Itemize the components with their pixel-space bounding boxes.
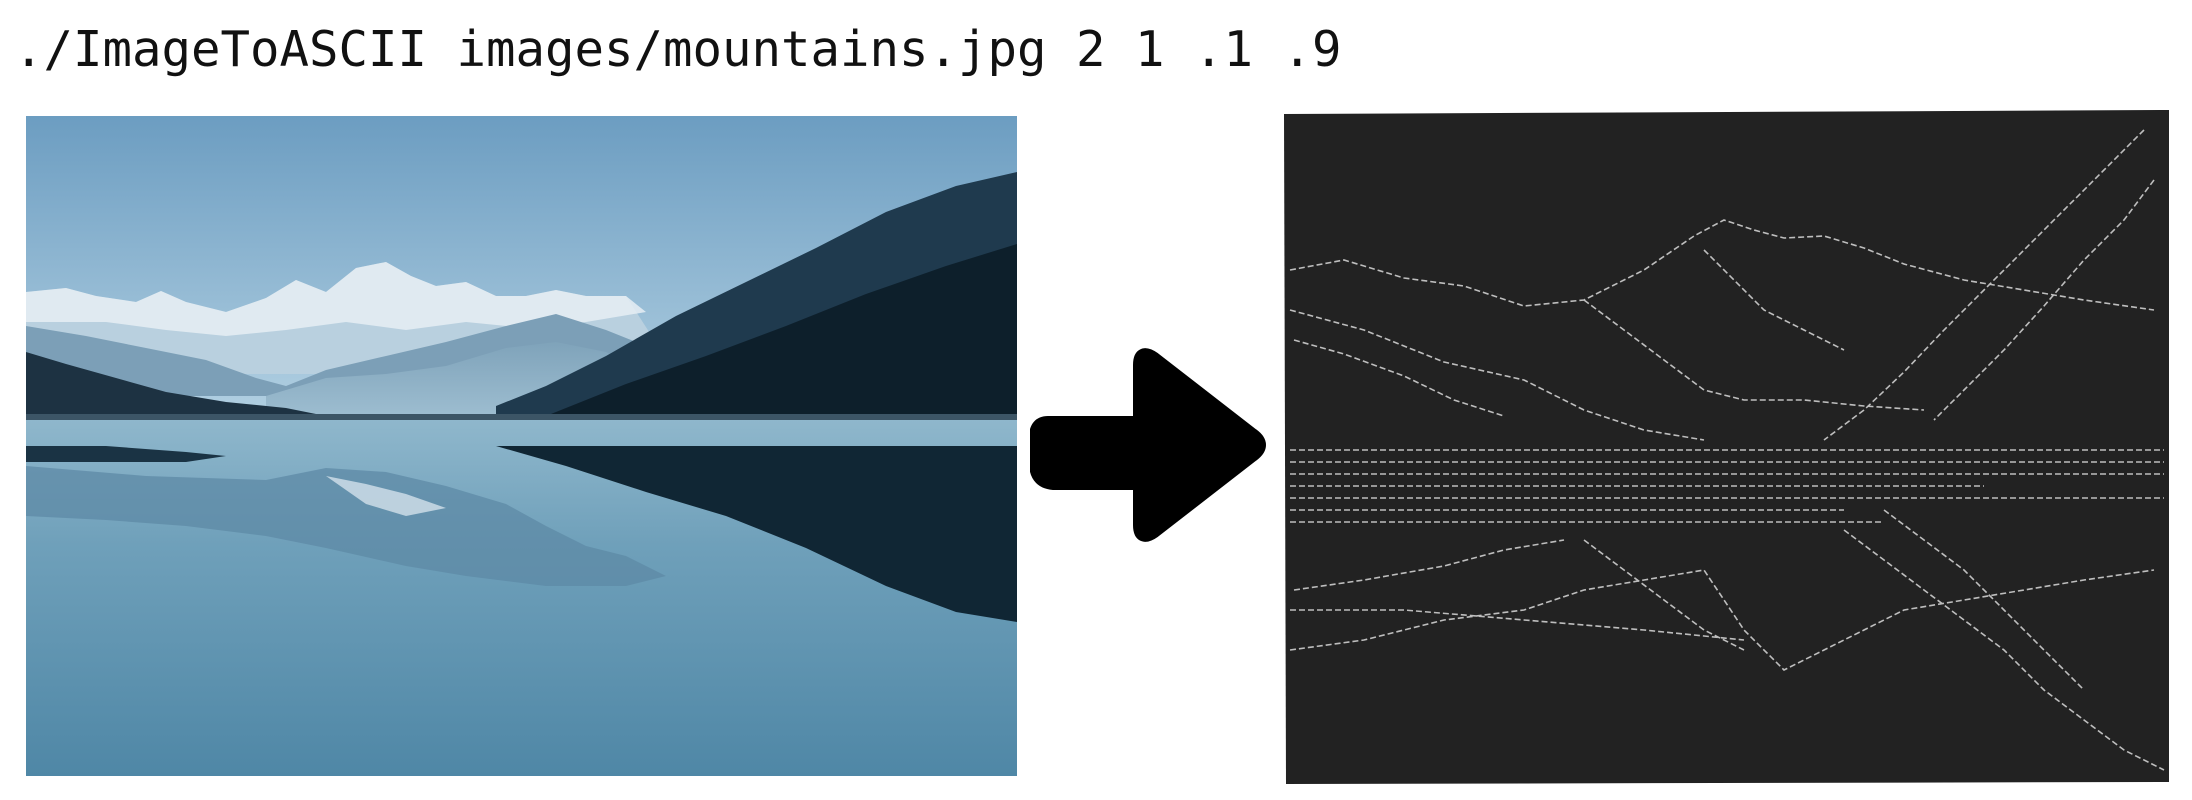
right-arrow-icon — [1030, 348, 1266, 542]
source-photo — [26, 116, 1017, 776]
ascii-art-output — [1284, 110, 2169, 784]
command-line: ./ImageToASCII images/mountains.jpg 2 1 … — [14, 21, 1342, 78]
